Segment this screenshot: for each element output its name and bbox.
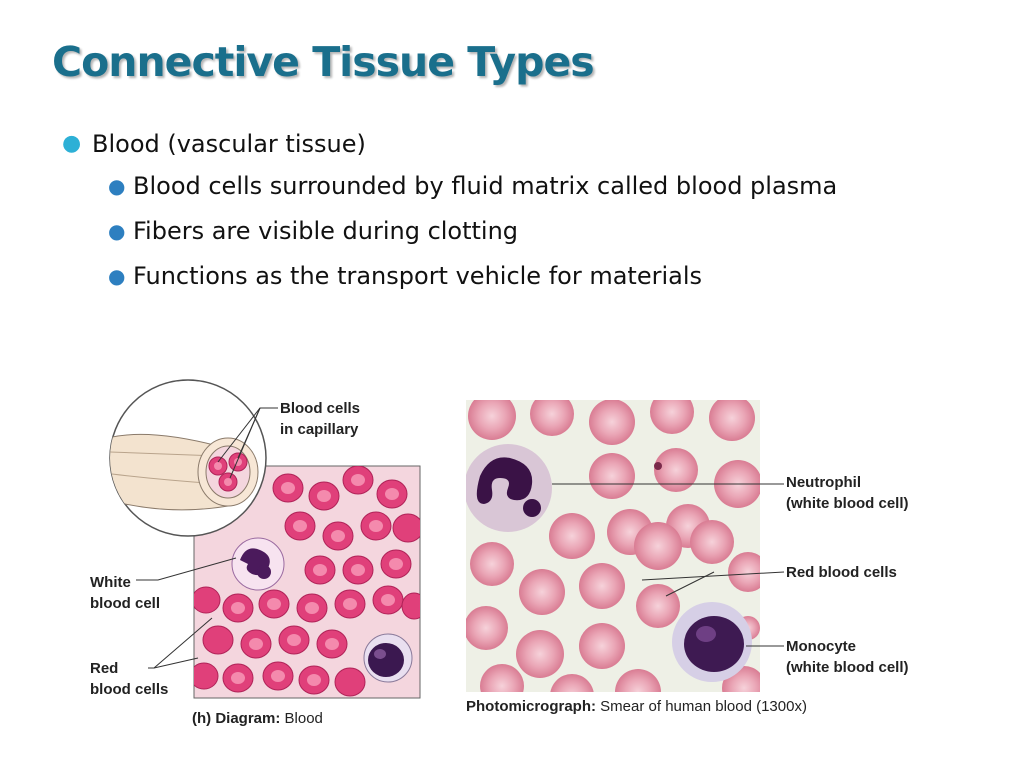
caption-prefix: Photomicrograph:	[466, 698, 596, 715]
bullet-dot-icon: ●	[108, 219, 126, 243]
photo-caption: Photomicrograph: Smear of human blood (1…	[466, 698, 807, 715]
bullet-list: ● Blood (vascular tissue) ● Blood cells …	[60, 126, 837, 299]
slide-title: Connective Tissue Types	[52, 38, 595, 86]
blood-photomicrograph: Neutrophil (white blood cell) Red blood …	[462, 396, 942, 718]
label-line: Blood cells	[280, 400, 361, 417]
blood-diagram-illustration	[109, 379, 421, 699]
label-neutrophil: Neutrophil (white blood cell)	[786, 472, 909, 514]
blood-smear-image	[466, 400, 785, 692]
label-line: (white blood cell)	[786, 495, 909, 512]
caption-text: Blood	[284, 710, 323, 727]
sub-bullet-item: ● Fibers are visible during clotting	[60, 209, 837, 254]
photo-monocyte	[672, 602, 752, 682]
caption-prefix: (h) Diagram:	[192, 710, 281, 727]
label-red-blood-cells: Red blood cells	[90, 658, 168, 700]
sub-bullet-item: ● Blood cells surrounded by fluid matrix…	[60, 164, 837, 209]
white-blood-cell	[231, 537, 285, 591]
label-line: Red	[90, 660, 119, 677]
bullet-dot-icon: ●	[62, 131, 82, 156]
bullet-dot-icon: ●	[108, 264, 126, 288]
lymphocyte-cell	[363, 633, 413, 683]
blood-diagram: Blood cells in capillary White blood cel…	[88, 378, 428, 728]
red-blood-cells	[194, 466, 420, 697]
label-line: in capillary	[280, 421, 359, 438]
label-line: White	[90, 574, 131, 591]
bullet-item: ● Blood (vascular tissue)	[60, 126, 837, 162]
label-blood-cells-capillary: Blood cells in capillary	[280, 398, 360, 440]
label-line: Red blood cells	[786, 564, 897, 581]
label-line: blood cells	[90, 681, 169, 698]
sub-bullet-text: Functions as the transport vehicle for m…	[133, 262, 703, 290]
label-line: Monocyte	[786, 638, 857, 655]
label-line: Neutrophil	[786, 474, 861, 491]
sub-bullet-text: Blood cells surrounded by fluid matrix c…	[133, 172, 838, 200]
label-line: (white blood cell)	[786, 659, 909, 676]
label-monocyte: Monocyte (white blood cell)	[786, 636, 909, 678]
sub-bullet-text: Fibers are visible during clotting	[133, 217, 519, 245]
label-line: blood cell	[90, 595, 161, 612]
bullet-text: Blood (vascular tissue)	[92, 130, 366, 158]
photo-neutrophil	[466, 444, 552, 532]
caption-text: Smear of human blood (1300x)	[600, 698, 807, 715]
diagram-caption: (h) Diagram: Blood	[192, 710, 323, 727]
sub-bullet-item: ● Functions as the transport vehicle for…	[60, 254, 837, 299]
label-white-blood-cell: White blood cell	[90, 572, 160, 614]
bullet-dot-icon: ●	[108, 174, 126, 198]
label-photo-red-blood-cells: Red blood cells	[786, 562, 897, 583]
